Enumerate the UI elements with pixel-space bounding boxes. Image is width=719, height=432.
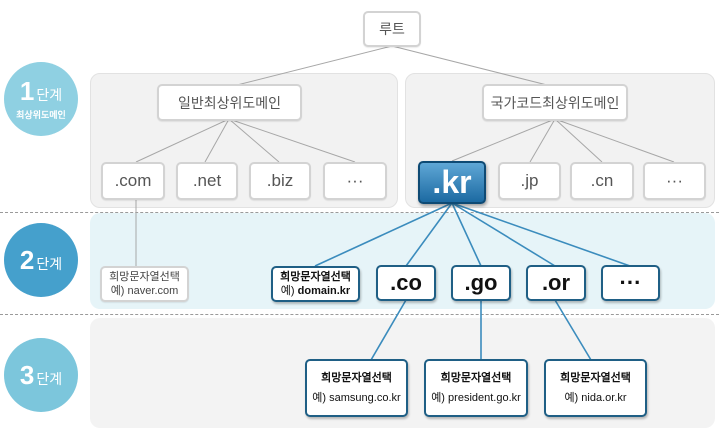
kr-to-domain-line: [314, 202, 453, 267]
president-example-title: 희망문자열선택: [440, 372, 512, 384]
tld-country-more: ···: [643, 162, 706, 200]
stage1-subtitle: 최상위도메인: [16, 109, 66, 120]
president-example-box: 희망문자열선택 예) president.go.kr: [424, 359, 528, 417]
country-to-more-line: [554, 118, 675, 163]
com-example-box: 희망문자열선택 예) naver.com: [100, 266, 189, 302]
tld-kr: .kr: [418, 161, 486, 204]
sld-more: ···: [601, 265, 660, 301]
generic-to-net-line: [204, 118, 230, 163]
country-tld-label: 국가코드최상위도메인: [482, 84, 628, 121]
root-to-generic-line: [228, 45, 393, 88]
stage1-number: 1: [19, 75, 35, 106]
country-to-jp-line: [529, 118, 556, 163]
com-example-domain: naver.com: [127, 285, 179, 297]
tld-generic-more: ···: [323, 162, 387, 200]
root-node: 루트: [363, 11, 421, 47]
tld-cn: .cn: [570, 162, 634, 200]
kr-example-prefix: 예): [280, 285, 295, 297]
samsung-example-prefix: 예): [312, 392, 327, 404]
kr-to-co-line: [405, 202, 453, 267]
tld-jp: .jp: [498, 162, 561, 200]
kr-example-domain: domain.kr: [297, 285, 351, 297]
samsung-example-box: 희망문자열선택 예) samsung.co.kr: [305, 359, 408, 417]
kr-to-more-line: [451, 202, 631, 267]
country-to-kr-line: [451, 118, 556, 162]
generic-to-more-line: [228, 118, 356, 163]
stage2-number: 2: [19, 244, 35, 275]
nida-example-box: 희망문자열선택 예) nida.or.kr: [544, 359, 647, 417]
president-example-prefix: 예): [431, 392, 445, 404]
samsung-example-title: 희망문자열선택: [321, 372, 392, 384]
generic-tld-label: 일반최상위도메인: [157, 84, 302, 121]
stage3-number: 3: [19, 359, 35, 390]
generic-to-biz-line: [228, 118, 280, 163]
root-to-country-line: [391, 45, 556, 88]
nida-example-title: 희망문자열선택: [560, 372, 631, 384]
stage3-word: 단계: [36, 370, 63, 387]
sld-co: .co: [376, 265, 436, 301]
samsung-example-domain: samsung.co.kr: [329, 392, 401, 404]
stage-divider-2: [0, 314, 719, 315]
president-example-domain: president.go.kr: [448, 392, 521, 404]
kr-to-or-line: [451, 202, 556, 267]
sld-go: .go: [451, 265, 511, 301]
kr-example-box: 희망문자열선택 예) domain.kr: [271, 266, 360, 302]
tld-com: .com: [101, 162, 165, 200]
tld-biz: .biz: [249, 162, 311, 200]
generic-to-com-line: [135, 118, 230, 163]
co-to-samsung-line: [370, 299, 407, 361]
stage1-word: 단계: [36, 86, 63, 103]
nida-example-prefix: 예): [564, 392, 579, 404]
sld-or: .or: [526, 265, 586, 301]
nida-example-domain: nida.or.kr: [581, 392, 627, 404]
kr-example-title: 희망문자열선택: [280, 271, 351, 283]
stage2-word: 단계: [36, 255, 63, 272]
stage-divider-1: [0, 212, 719, 213]
com-example-prefix: 예): [110, 285, 125, 297]
kr-to-go-line: [451, 202, 482, 267]
com-example-title: 희망문자열선택: [109, 271, 180, 283]
country-to-cn-line: [554, 118, 603, 163]
or-to-nida-line: [554, 299, 592, 361]
tld-net: .net: [176, 162, 238, 200]
